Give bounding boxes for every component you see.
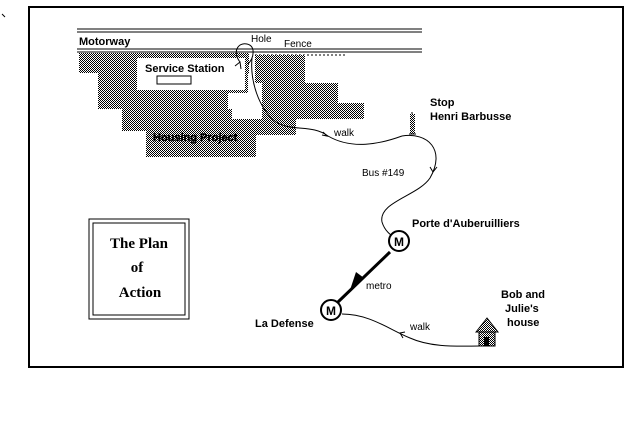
walk-label-top: walk	[333, 128, 355, 139]
house-label-line2: Julie's	[505, 303, 539, 315]
metro-symbol-la-defense: M	[326, 304, 336, 318]
motorway-label: Motorway	[79, 36, 131, 48]
walk-path-top	[251, 57, 403, 145]
plan-title-line3: Action	[119, 285, 162, 301]
metro-arrow-icon	[350, 272, 364, 290]
plan-title-line2: of	[131, 260, 145, 276]
hole-label: Hole	[251, 34, 272, 45]
bus-stop-icon	[409, 112, 416, 135]
plan-of-action-box: The Plan of Action	[88, 218, 190, 320]
bus-label: Bus #149	[362, 168, 405, 179]
bus-arrow-icon	[429, 166, 438, 173]
metro-station-la-defense: M	[320, 299, 342, 321]
housing-project-label: Housing Project	[153, 132, 238, 144]
house-label-line1: Bob and	[501, 289, 545, 301]
la-defense-label: La Defense	[255, 318, 314, 330]
house-label-line3: house	[507, 317, 539, 329]
bus-route	[381, 134, 437, 241]
metro-symbol-porte: M	[394, 235, 404, 249]
house-icon	[474, 317, 500, 347]
stop-label-line1: Stop	[430, 97, 455, 109]
service-station-label: Service Station	[145, 63, 225, 75]
service-station-icon	[156, 75, 192, 85]
walk-label-bottom: walk	[409, 322, 431, 333]
hole-arrow-icon	[234, 61, 242, 70]
metro-line	[336, 250, 392, 304]
stop-label-line2: Henri Barbusse	[430, 111, 511, 123]
plan-title-line1: The Plan	[110, 236, 169, 252]
porte-label: Porte d'Auberuilliers	[412, 218, 520, 230]
service-station-box	[137, 58, 245, 90]
walk-arrow-top-icon	[321, 131, 329, 137]
fence-label: Fence	[284, 39, 312, 50]
metro-label: metro	[366, 281, 392, 292]
walk-path-bottom	[341, 313, 481, 347]
corner-mark	[1, 13, 6, 18]
hole-icon	[235, 43, 254, 65]
motorway	[77, 28, 422, 53]
walk-arrow-bottom-icon	[399, 331, 406, 339]
metro-station-porte: M	[388, 230, 410, 252]
